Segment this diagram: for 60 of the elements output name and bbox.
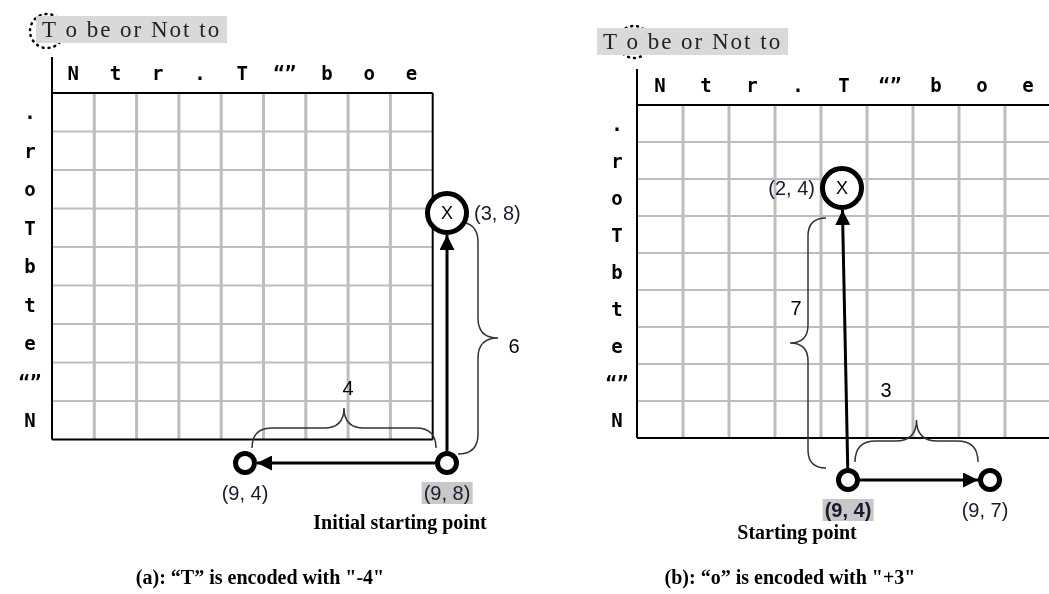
row-letter: b [24,256,36,276]
target-circle: X [820,166,864,210]
point-label: Initial starting point [313,512,487,532]
row-letter: “” [18,372,42,392]
row-letter: t [24,295,36,315]
column-letter: N [67,63,79,83]
brace-label: 3 [880,380,892,400]
column-letter: . [792,75,804,95]
column-letter: T [236,63,249,83]
coordinate-label: (9, 4) [220,482,270,504]
row-letter: t [611,299,623,318]
caption: (a): “T” is encoded with "-4" [135,567,385,587]
row-letter: e [611,336,623,355]
row-letter: T [611,225,623,244]
point-circle [233,451,257,475]
brace-label: 7 [790,298,802,318]
column-letter: b [321,63,333,83]
row-letter: N [611,410,623,429]
column-letter: t [700,75,712,95]
column-letter: e [405,63,418,83]
row-letter: . [24,102,36,122]
caption: (b): “o” is encoded with "+3" [664,567,916,587]
row-letter: o [24,179,36,199]
column-letter: o [363,63,375,83]
point-label: Starting point [737,522,857,542]
coordinate-label: (9, 4) [822,499,874,521]
point-circle [978,468,1002,492]
row-letter: b [611,262,623,281]
coordinate-label: (9, 8) [421,482,473,504]
column-letter: r [152,63,164,83]
row-letter: N [24,410,36,430]
arrow [257,455,435,471]
target-circle: X [425,191,469,235]
column-letter: r [746,75,758,95]
coordinate-label: (3, 8) [473,202,522,224]
column-letter: b [930,75,942,95]
arrow [439,235,455,451]
coordinate-label: (2, 4) [767,177,816,199]
column-letter: e [1022,75,1034,95]
column-letter: . [194,63,206,83]
row-letter: r [611,151,623,170]
arrow [860,472,978,488]
column-letter: T [838,75,850,95]
arrow [835,209,851,469]
brace-label: 6 [508,336,520,356]
row-letter: T [24,218,36,238]
column-letter: t [109,63,122,83]
row-letter: “” [605,373,629,392]
column-letter: “” [878,75,902,95]
point-circle [435,451,459,475]
row-letter: r [24,141,36,161]
column-letter: N [654,75,666,95]
brace-label: 4 [342,378,354,398]
coordinate-label: (9, 7) [960,499,1010,521]
row-letter: o [611,188,623,207]
column-letter: “” [273,63,297,83]
row-letter: . [611,114,623,133]
row-letter: e [24,333,36,353]
column-letter: o [976,75,988,95]
point-circle [836,468,860,492]
